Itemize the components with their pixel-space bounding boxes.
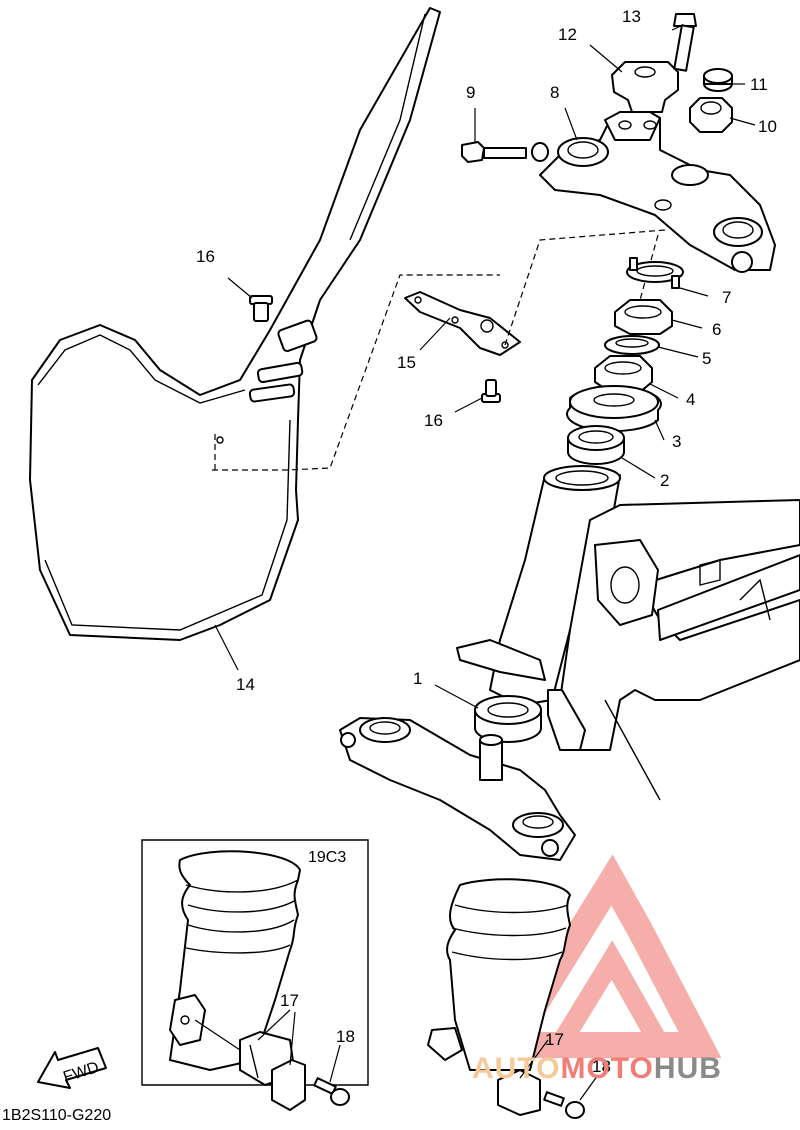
callout-6: 6 <box>712 320 721 339</box>
bolt-16-lower <box>481 379 501 403</box>
callout-15: 15 <box>397 353 416 372</box>
callout-17-right: 17 <box>545 1030 564 1049</box>
frame-steering-head <box>456 465 800 801</box>
watermark-brand-hub: HUB <box>654 1052 722 1085</box>
dashed-guide-crown <box>504 229 666 346</box>
fork-boot-right <box>427 878 585 1119</box>
callout-1: 1 <box>413 669 422 688</box>
upper-bracket <box>539 111 776 273</box>
callout-9: 9 <box>466 83 475 102</box>
bolt-18-inset <box>313 1077 350 1106</box>
callout-16-upper: 16 <box>196 247 215 266</box>
dust-seal-3 <box>566 385 662 433</box>
handlebar-holder-12 <box>611 61 679 113</box>
callout-3: 3 <box>672 432 681 451</box>
bolt-16-upper <box>249 295 273 322</box>
inset-box: 19C3 <box>141 839 369 1111</box>
bracket-15 <box>404 291 521 356</box>
washer-5 <box>604 335 660 355</box>
callout-18-right: 18 <box>592 1057 611 1076</box>
callout-5: 5 <box>702 349 711 368</box>
callout-labels: 13 12 11 10 8 9 7 6 5 4 3 2 1 14 15 16 1… <box>196 7 777 1076</box>
bolt-9 <box>461 141 549 163</box>
cable-guide-17-inset <box>239 1031 306 1111</box>
callout-16-lower: 16 <box>424 411 443 430</box>
watermark-brand-moto: MOTO <box>560 1052 653 1085</box>
callout-13: 13 <box>622 7 641 26</box>
bolt-13 <box>673 13 697 72</box>
lock-washer-7 <box>626 257 684 289</box>
callout-10: 10 <box>758 117 777 136</box>
bearing-2 <box>567 425 625 465</box>
watermark-brand-auto: AUTO <box>472 1052 560 1085</box>
under-bracket <box>339 717 576 861</box>
nut-10 <box>689 97 733 133</box>
callout-11: 11 <box>750 75 768 94</box>
callout-18-inset: 18 <box>336 1027 355 1046</box>
svg-text:AUTOMOTOHUB: AUTOMOTOHUB <box>472 1052 722 1085</box>
watermark-text: AUTOMOTOHUB <box>472 1052 722 1085</box>
diagram-code: 1B2S110-G220 <box>2 1107 111 1124</box>
number-plate <box>29 7 441 641</box>
callout-17-inset: 17 <box>280 991 299 1010</box>
forward-arrow-icon: FWD <box>37 1047 107 1089</box>
cap-11 <box>703 68 733 92</box>
callout-2: 2 <box>660 471 669 490</box>
callout-8: 8 <box>550 83 559 102</box>
bearing-1 <box>474 695 542 743</box>
callout-7: 7 <box>722 288 731 307</box>
leader-lines <box>214 24 756 1101</box>
callout-12: 12 <box>558 25 577 44</box>
callout-14: 14 <box>236 675 255 694</box>
dashed-guide-plate <box>212 274 500 471</box>
ring-nut-6 <box>614 299 673 335</box>
ring-nut-4 <box>594 355 653 393</box>
callout-4: 4 <box>686 390 695 409</box>
watermark-logo <box>486 854 722 1058</box>
inset-label: 19C3 <box>308 849 346 866</box>
fork-boot-inset <box>169 850 301 1071</box>
